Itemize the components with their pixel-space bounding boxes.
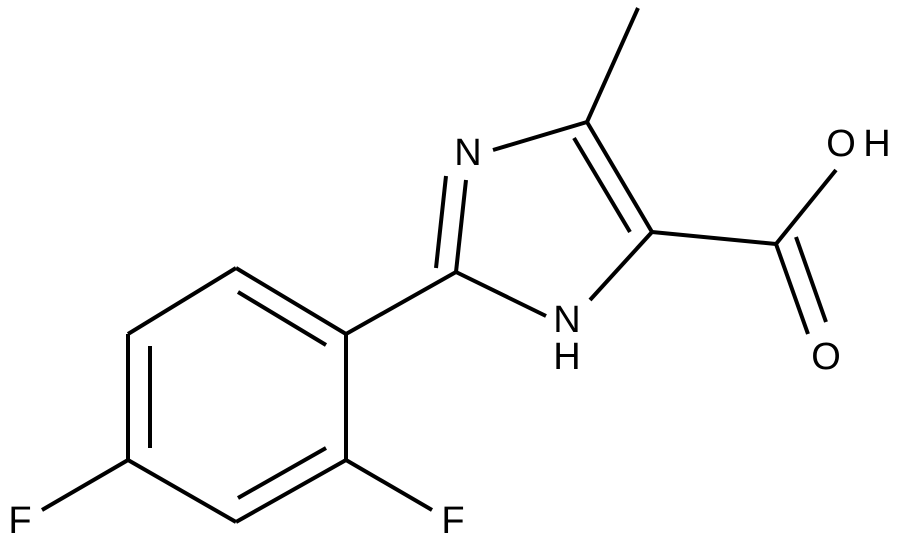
bond-c5-n1 <box>588 230 654 302</box>
bond-c4-c5-single <box>585 120 654 234</box>
atom-carbonyl-o: O <box>811 336 841 378</box>
atom-labels: N N H O H O F F <box>8 123 890 542</box>
bond-c5-cooh <box>651 230 777 246</box>
bond-c2-n3-single <box>454 179 468 273</box>
atom-oh-o: O <box>826 123 856 165</box>
atom-oh-h: H <box>863 123 890 165</box>
atom-n3: N <box>454 132 481 174</box>
atom-n1: N <box>553 299 580 341</box>
bond-ph1-ph2-inner <box>236 290 328 347</box>
bond-c2-n3-double <box>434 175 448 269</box>
bond-ph5-ph6 <box>235 458 347 524</box>
bond-ph1-ph2 <box>234 266 348 336</box>
bond-c-o-double-a <box>774 243 810 335</box>
bond-ph5-ph6-inner <box>237 446 327 500</box>
bond-c-o-double-b <box>794 236 828 323</box>
bond-c4-c5-double <box>572 136 632 234</box>
bond-ph4-ph5 <box>127 458 237 524</box>
bond-ph2-ph3 <box>126 266 238 336</box>
atom-f-para: F <box>8 500 31 542</box>
bond-c-oh <box>774 168 838 246</box>
bond-c4-methyl <box>585 7 640 123</box>
bond-ph6-f <box>344 458 434 512</box>
atom-n1-h: H <box>553 336 580 378</box>
bond-ph4-f <box>40 458 130 512</box>
bond-n1-c2 <box>455 270 547 318</box>
bond-set <box>40 7 838 524</box>
atom-f-ortho: F <box>441 500 464 542</box>
bond-n3-c4 <box>492 120 588 152</box>
bond-c2-phenyl <box>345 270 457 336</box>
